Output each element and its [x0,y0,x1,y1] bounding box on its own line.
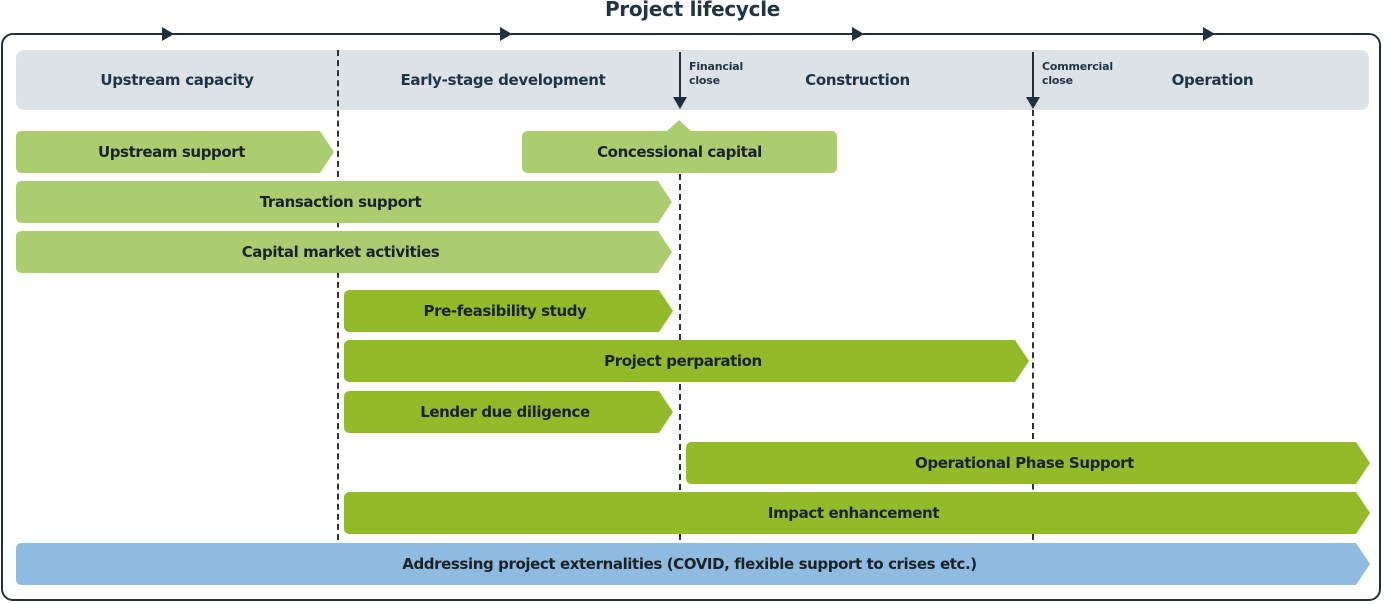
financial-close-arrow-line [679,52,681,100]
activity-label: Concessional capital [597,143,762,161]
activity-bar-fill [16,231,672,273]
activity-bar-shape [686,442,1370,484]
milestone-label-line: Commercial [1042,60,1113,73]
phase-early-stage-development: Early-stage development [400,71,606,89]
activity-bar-fill [16,131,334,173]
activity-bar-shape [16,181,672,223]
activity-label: Upstream support [97,143,246,161]
phase-construction: Construction [805,71,910,89]
phase-operation: Operation [1171,71,1254,89]
activity-bar-fill [522,120,837,173]
commercial-close-arrow-icon [1026,97,1040,109]
commercial-close-arrow-line [1032,52,1034,100]
flow-arrow-icon [1203,27,1215,41]
flow-arrow-icon [162,27,174,41]
milestone-label-line: Financial [689,60,744,73]
financial-close-arrow-icon [673,97,687,109]
activity-label: Impact enhancement [767,504,940,522]
activity-bar-fill [16,181,672,223]
financial-close-label: Financial close [689,60,743,88]
activity-bar-fill [344,492,1370,534]
activity-bar-shape [344,391,673,433]
activity-bar-concessional-capital: Concessional capital [522,120,837,173]
activity-bar-shape [344,340,1029,382]
activity-label: Project perparation [604,352,762,370]
activity-bar-fill [344,391,673,433]
activity-bar-lender-due-diligence: Lender due diligence [344,391,673,433]
phase-divider-upstream-early [337,50,339,540]
activity-bar-upstream-support: Upstream support [16,131,334,173]
activity-label: Capital market activities [241,243,440,261]
flow-arrow-icon [500,27,512,41]
phase-divider-commercial-close [1032,110,1034,540]
activity-bar-shape [16,543,1370,585]
activity-label: Pre-feasibility study [423,302,587,320]
activity-bar-shape [344,492,1370,534]
activity-bar-fill [344,340,1029,382]
activity-bar-addressing-project-externalities-covid-flexible-support-to-crises-etc: Addressing project externalities (COVID,… [16,543,1370,585]
lifecycle-frame [1,33,1381,601]
diagram-title: Project lifecycle [604,0,781,21]
activity-bar-impact-enhancement: Impact enhancement [344,492,1370,534]
flow-arrow-icon [852,27,864,41]
phase-upstream-capacity: Upstream capacity [100,71,254,89]
commercial-close-label: Commercial close [1042,60,1113,88]
activity-label: Addressing project externalities (COVID,… [402,555,977,573]
activity-bar-shape [522,120,837,173]
activity-bar-project-perparation: Project perparation [344,340,1029,382]
activity-label: Operational Phase Support [915,454,1134,472]
activity-bar-transaction-support: Transaction support [16,181,672,223]
activity-bar-shape [344,290,673,332]
activity-bar-fill [344,290,673,332]
activity-label: Lender due diligence [420,403,590,421]
milestone-label-line: close [1042,74,1073,87]
phase-header-bar [16,50,1369,110]
activity-label: Transaction support [259,193,422,211]
activity-bar-capital-market-activities: Capital market activities [16,231,672,273]
activity-bar-pre-feasibility-study: Pre-feasibility study [344,290,673,332]
activity-bar-fill [16,543,1370,585]
activity-bar-operational-phase-support: Operational Phase Support [686,442,1370,484]
activity-bar-shape [16,231,672,273]
activity-bar-fill [686,442,1370,484]
milestone-label-line: close [689,74,720,87]
activity-bar-shape [16,131,334,173]
